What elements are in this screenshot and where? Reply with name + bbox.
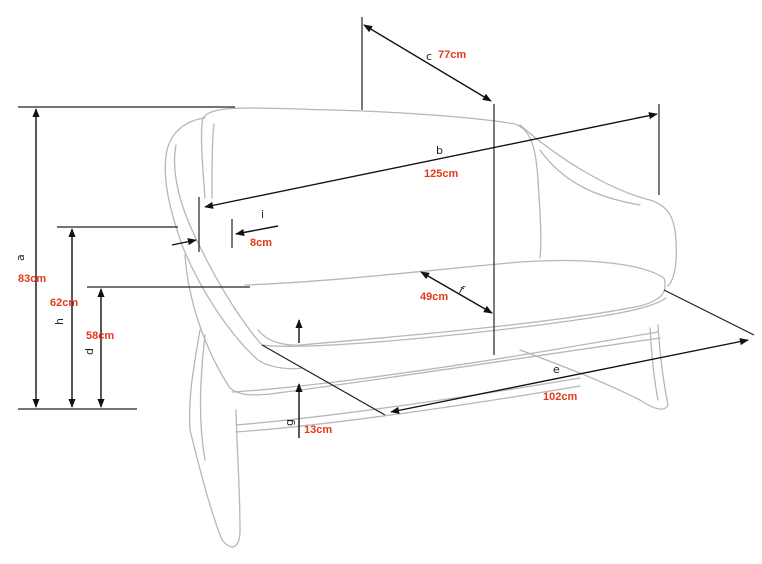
dimension-e-letter: e [553, 363, 560, 376]
extension-line-seat-left [261, 344, 386, 416]
dimension-f-arrow [420, 271, 493, 314]
dimension-i-arrow-left [171, 238, 197, 246]
dimension-lines [18, 17, 755, 438]
dimension-i-value: 8cm [250, 237, 272, 249]
sofa-seat-front [261, 297, 667, 347]
sofa-base [184, 254, 661, 396]
sofa-stretcher [235, 377, 581, 426]
dimension-g-letter: g [283, 419, 296, 426]
dimension-c-value: 77cm [438, 49, 466, 61]
dimension-c-arrow [363, 24, 492, 102]
dimension-e-value: 102cm [543, 391, 577, 403]
dimension-i-arrow-right [235, 225, 279, 237]
sofa-left-armrest-inner [173, 144, 263, 346]
dimension-a-value: 83cm [18, 273, 46, 285]
dimension-d-letter: d [83, 348, 96, 355]
sofa-backrest-inner [211, 123, 215, 199]
sofa-base-bottom [231, 331, 659, 393]
dimension-a-letter: a [14, 254, 27, 261]
sofa-drawing [164, 107, 677, 548]
sofa-front-left-leg [188, 329, 241, 548]
sofa-right-armrest-front [539, 149, 641, 206]
sofa-front-leg-inner [199, 334, 206, 461]
sofa-seat-cushion [244, 259, 666, 346]
dimension-labels: a 83cm h 62cm d 58cm c 77cm b 125cm i 8c… [14, 49, 577, 436]
dimension-c-letter: c [426, 50, 432, 63]
extension-line-seat-right [663, 289, 755, 336]
dimension-e-arrow [390, 338, 749, 414]
sofa-left-armrest [164, 117, 303, 370]
dimension-h-value: 62cm [50, 297, 78, 309]
dimension-b-letter: b [436, 144, 443, 157]
dimension-d-value: 58cm [86, 330, 114, 342]
dimension-b-arrow [204, 112, 658, 209]
dimension-b-value: 125cm [424, 168, 458, 180]
dimension-h-letter: h [53, 318, 66, 325]
dimension-f-letter: f [457, 283, 468, 297]
dimension-g-value: 13cm [304, 424, 332, 436]
sofa-backrest [200, 107, 542, 259]
dimension-i-letter: i [261, 208, 264, 221]
dimension-f-value: 49cm [420, 291, 448, 303]
